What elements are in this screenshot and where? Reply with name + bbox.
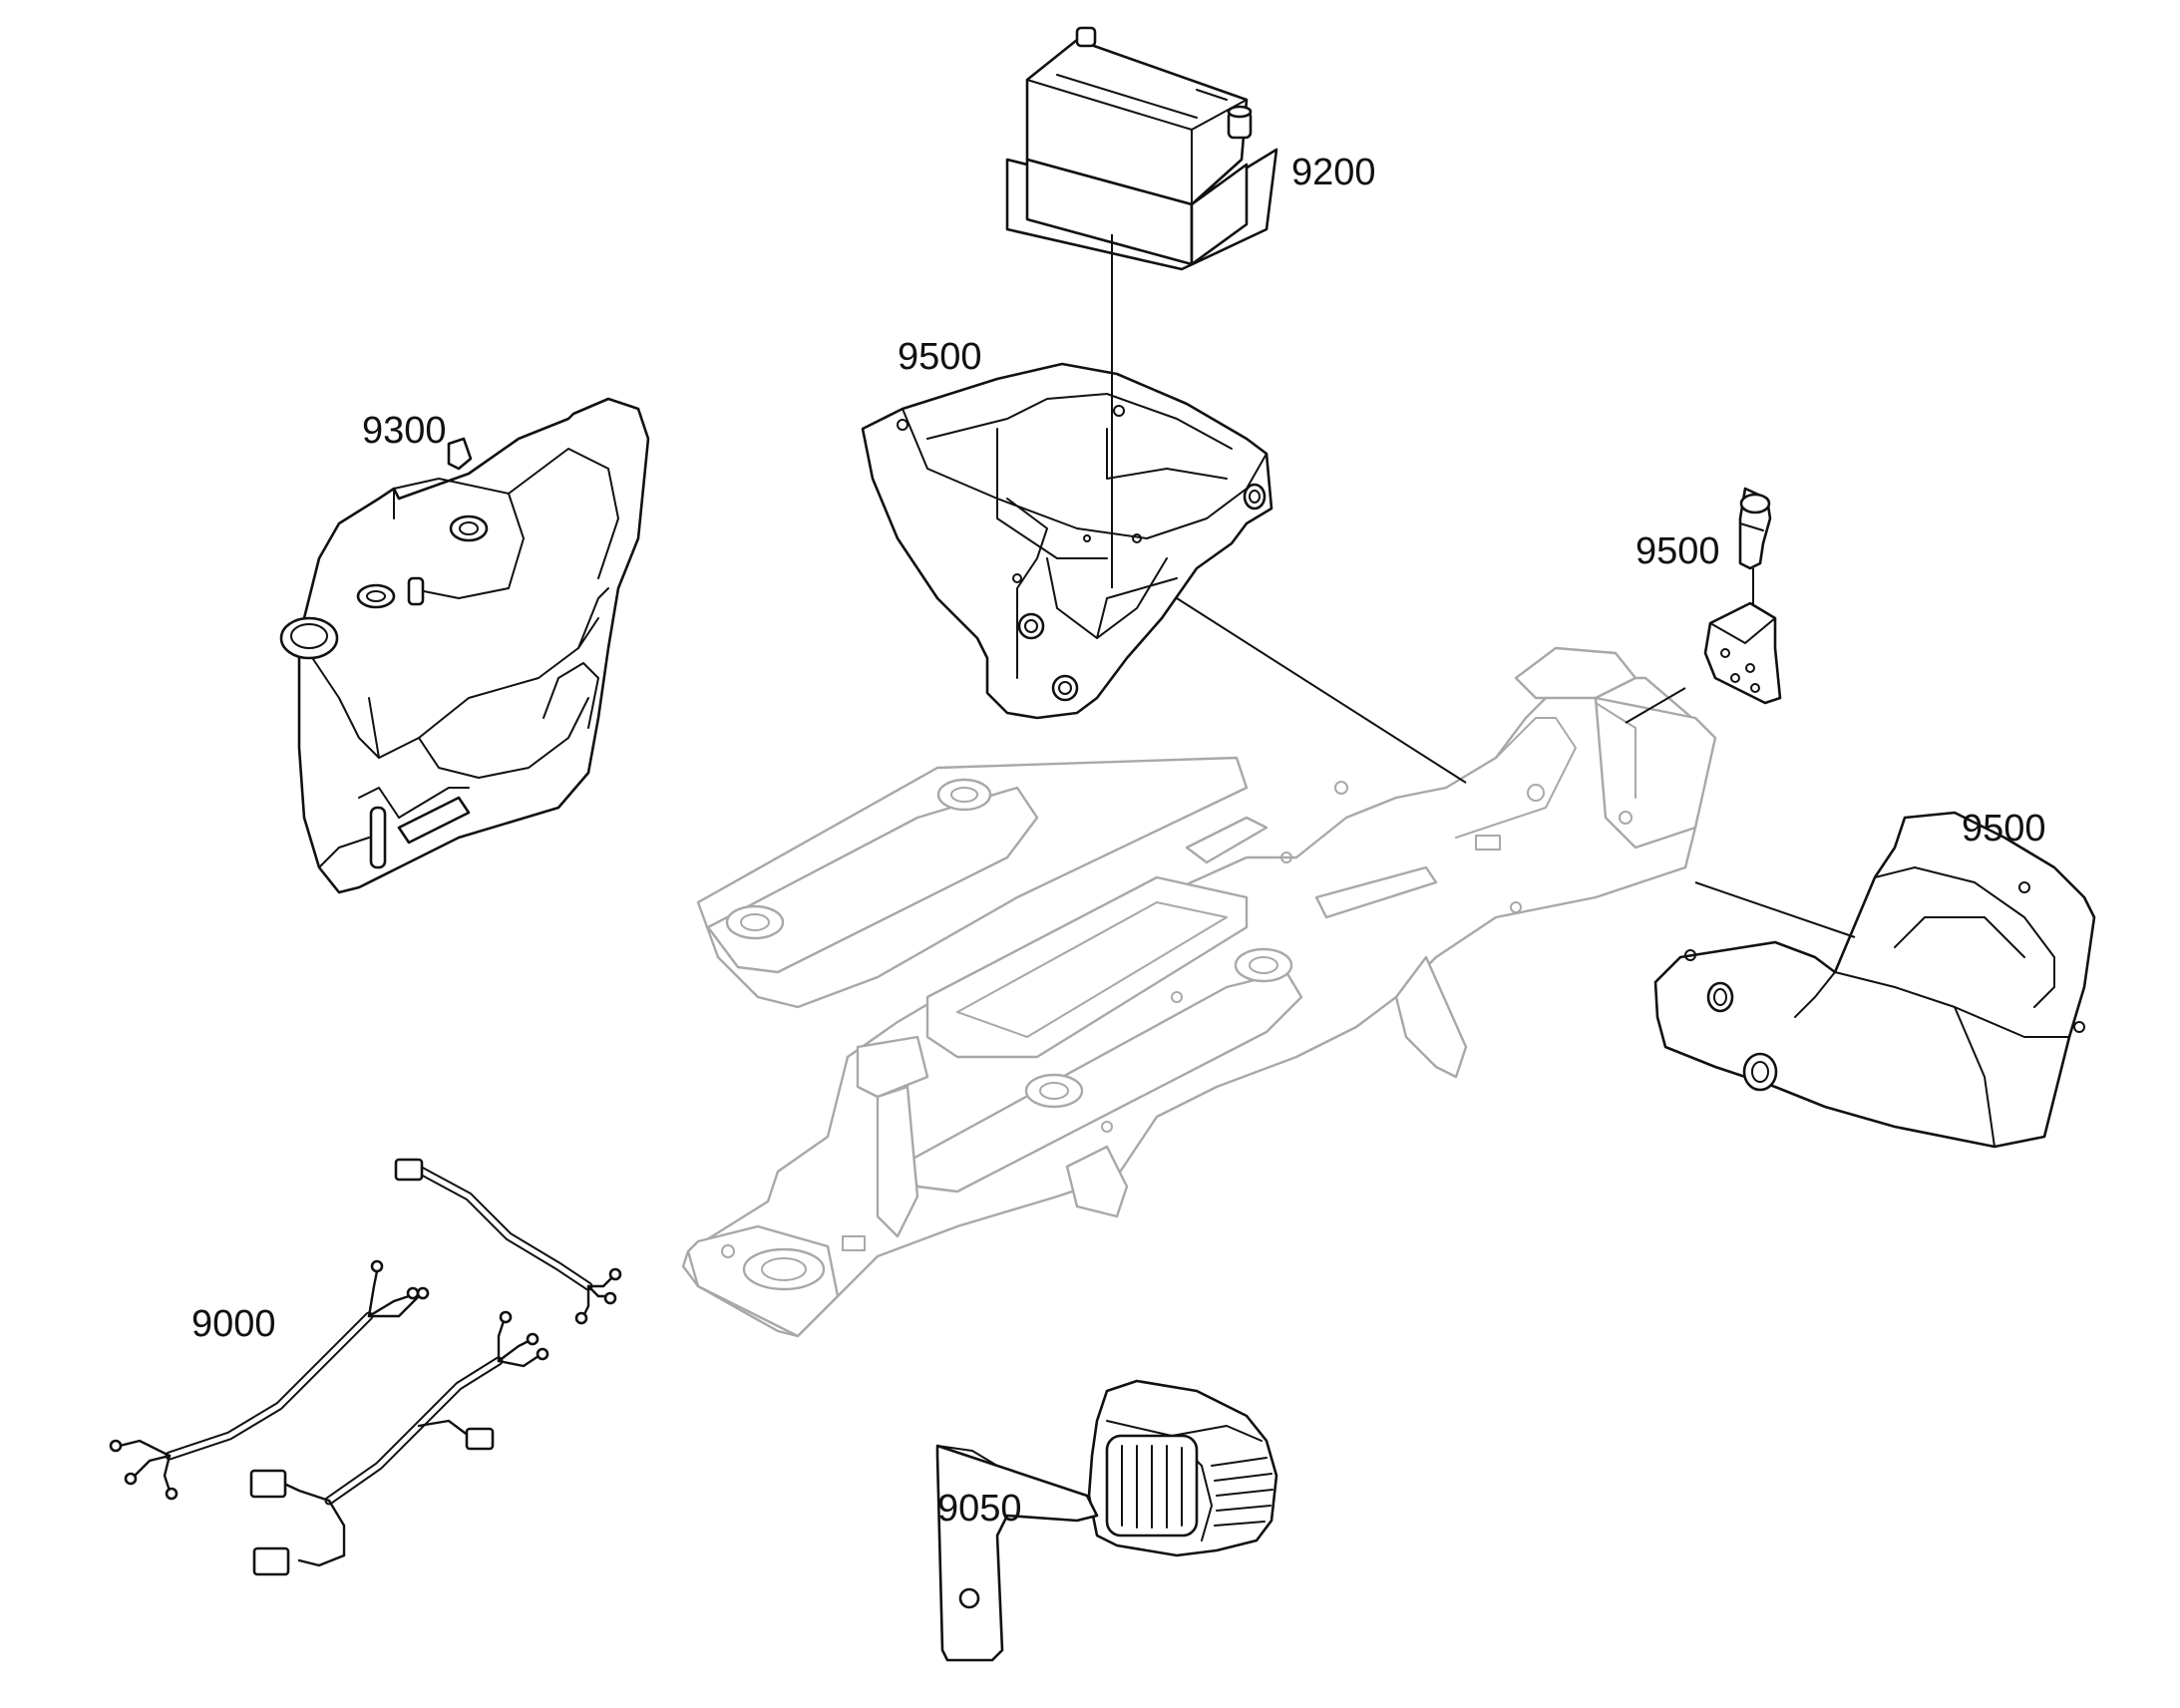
fuel-tank: [279, 397, 650, 894]
callout-battery: 9200: [1291, 152, 1376, 193]
callout-battery-box: 9500: [898, 336, 982, 378]
callout-pin-bracket: 9500: [1635, 530, 1720, 572]
wiring-harness: [109, 1158, 622, 1576]
battery: [1005, 26, 1278, 271]
callout-fuel-tank: 9300: [362, 410, 447, 452]
battery-box: [861, 362, 1273, 720]
work-light: [935, 1379, 1278, 1662]
main-frame: [681, 646, 1717, 1338]
rear-cover: [1653, 811, 2096, 1149]
leader-lines: [1111, 234, 1856, 938]
callout-wiring-harness: 9000: [191, 1303, 276, 1345]
callout-work-light: 9050: [937, 1488, 1022, 1530]
callout-rear-cover: 9500: [1962, 808, 2046, 850]
pin-bracket: [1703, 487, 1782, 705]
